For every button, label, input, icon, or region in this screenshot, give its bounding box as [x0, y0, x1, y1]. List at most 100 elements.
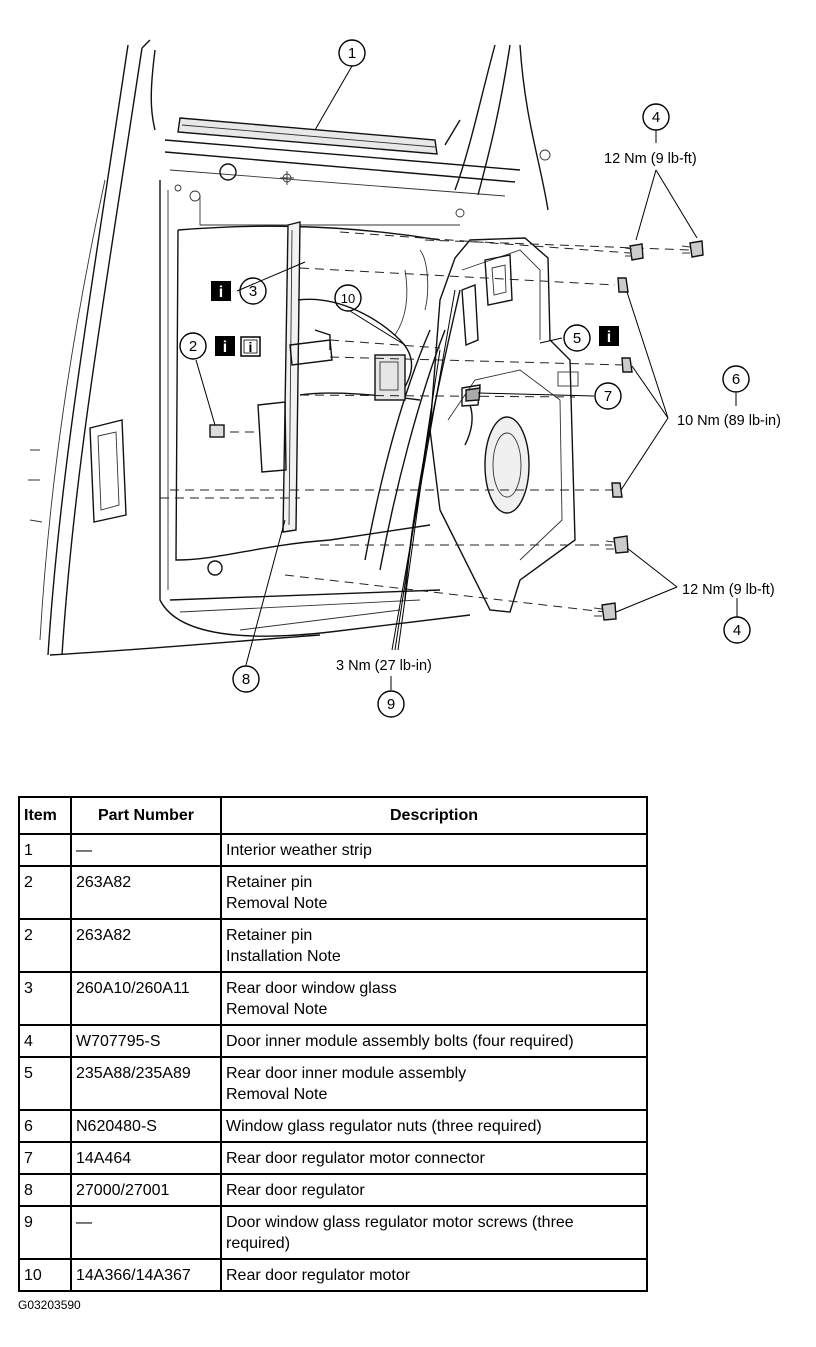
cell-item: 2 — [18, 865, 72, 920]
cell-item: 1 — [18, 833, 72, 867]
callout-9: 9 — [377, 690, 405, 718]
svg-text:i: i — [223, 339, 227, 356]
door-body-drawing — [28, 39, 551, 656]
bolt-upper-right — [681, 240, 704, 258]
svg-text:9: 9 — [387, 696, 395, 713]
bolt-upper-left — [624, 243, 644, 261]
cell-item: 7 — [18, 1141, 72, 1175]
svg-text:i: i — [607, 329, 611, 346]
cell-item: 2 — [18, 918, 72, 973]
callout-5: 5 — [563, 324, 591, 352]
bolt-lower-lower — [593, 602, 617, 621]
description-text: Rear door inner module assembly — [226, 1065, 467, 1082]
torque-motor-screws: 3 Nm (27 lb-in) — [336, 658, 432, 674]
svg-text:4: 4 — [733, 622, 741, 639]
cell-item: 6 — [18, 1109, 72, 1143]
svg-text:i: i — [249, 339, 253, 355]
callouts: 1 4 3 2 10 5 7 6 — [179, 39, 751, 718]
cell-description: Rear door regulator motor — [220, 1258, 648, 1292]
cell-part-number: 235A88/235A89 — [70, 1056, 222, 1111]
description-text: Rear door regulator motor connector — [226, 1150, 485, 1167]
regulator-rail-drawing — [209, 221, 333, 533]
info-outline-icon: i — [240, 336, 261, 357]
description-text: Retainer pin — [226, 874, 313, 891]
header-part-number: Part Number — [70, 796, 222, 835]
inner-module-drawing — [429, 237, 579, 613]
nut-upper — [617, 277, 629, 293]
cell-item: 10 — [18, 1258, 72, 1292]
torque-lower-bolts: 12 Nm (9 lb-ft) — [682, 582, 775, 598]
torque-labels: 12 Nm (9 lb-ft) 10 Nm (89 lb-in) 12 Nm (… — [336, 151, 781, 674]
table-row: 1—Interior weather strip — [18, 833, 648, 867]
cell-part-number: N620480-S — [70, 1109, 222, 1143]
callout-8: 8 — [232, 665, 260, 693]
callout-2: 2 — [179, 332, 207, 360]
svg-text:8: 8 — [242, 671, 250, 688]
description-note: Removal Note — [226, 895, 328, 912]
cell-part-number: 27000/27001 — [70, 1173, 222, 1207]
header-description: Description — [220, 796, 648, 835]
cell-part-number: 263A82 — [70, 918, 222, 973]
cell-description: Rear door regulator — [220, 1173, 648, 1207]
cell-item: 4 — [18, 1024, 72, 1058]
cell-part-number: 260A10/260A11 — [70, 971, 222, 1026]
explode-lines — [160, 231, 691, 613]
cell-part-number: — — [70, 833, 222, 867]
callout-10: 10 — [334, 284, 362, 312]
info-icon: i — [215, 336, 235, 356]
svg-text:2: 2 — [189, 338, 197, 355]
info-icon: i — [211, 281, 231, 301]
callout-4-bottom: 4 — [723, 616, 751, 644]
callout-3: 3 — [239, 277, 267, 305]
description-text: Retainer pin — [226, 927, 313, 944]
cell-part-number: 263A82 — [70, 865, 222, 920]
leader-lines — [195, 65, 738, 690]
cell-part-number: — — [70, 1205, 222, 1260]
torque-nuts: 10 Nm (89 lb-in) — [677, 413, 781, 429]
cell-description: Window glass regulator nuts (three requi… — [220, 1109, 648, 1143]
cell-item: 3 — [18, 971, 72, 1026]
svg-text:4: 4 — [652, 109, 660, 126]
callout-1: 1 — [338, 39, 366, 67]
description-note: Installation Note — [226, 948, 341, 965]
description-text: Rear door regulator motor — [226, 1267, 411, 1284]
table-row: 9—Door window glass regulator motor scre… — [18, 1205, 648, 1260]
svg-text:6: 6 — [732, 371, 740, 388]
cell-description: Rear door regulator motor connector — [220, 1141, 648, 1175]
description-text: Interior weather strip — [226, 842, 372, 859]
bolt-lower-upper — [605, 535, 629, 554]
nut-lower — [611, 482, 623, 498]
cell-part-number: W707795-S — [70, 1024, 222, 1058]
description-note: Removal Note — [226, 1086, 328, 1103]
description-note: Removal Note — [226, 1001, 328, 1018]
info-badges: i i i i — [211, 281, 619, 357]
exploded-door-diagram: 1 4 3 2 10 5 7 6 — [28, 39, 781, 718]
cell-description: Interior weather strip — [220, 833, 648, 867]
torque-upper-bolts: 12 Nm (9 lb-ft) — [604, 151, 697, 167]
cell-part-number: 14A366/14A367 — [70, 1258, 222, 1292]
cell-description: Door window glass regulator motor screws… — [220, 1205, 648, 1260]
description-text: Door window glass regulator motor screws… — [226, 1214, 574, 1252]
fasteners — [465, 240, 704, 621]
callout-7: 7 — [594, 382, 622, 410]
figure-code: G03203590 — [18, 1298, 81, 1312]
description-text: Door inner module assembly bolts (four r… — [226, 1033, 574, 1050]
description-text: Rear door regulator — [226, 1182, 365, 1199]
info-icon: i — [599, 326, 619, 346]
callout-4-top: 4 — [642, 103, 670, 131]
regulator-motor-drawing — [297, 249, 461, 601]
nut-middle — [621, 357, 633, 373]
svg-text:3: 3 — [249, 283, 257, 300]
cell-item: 5 — [18, 1056, 72, 1111]
description-text: Rear door window glass — [226, 980, 397, 997]
